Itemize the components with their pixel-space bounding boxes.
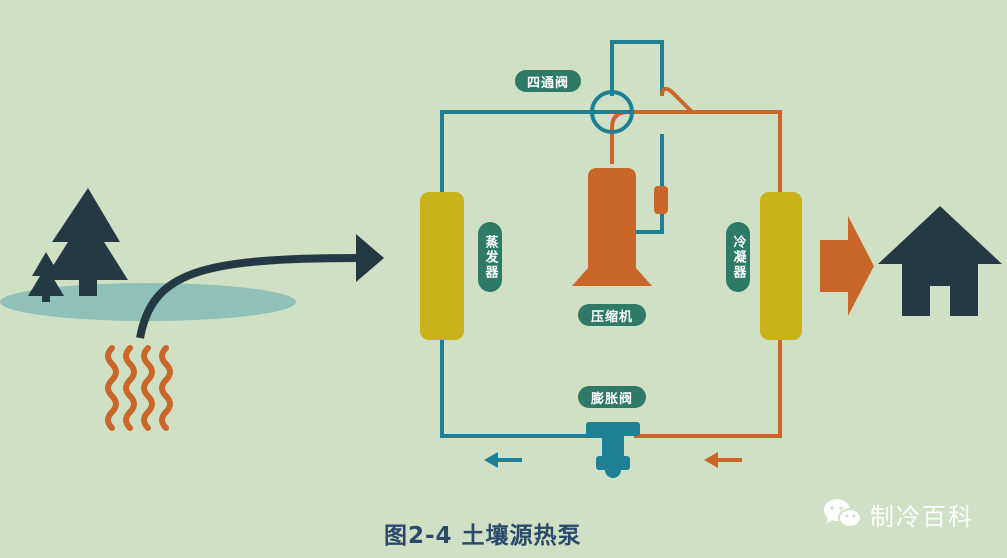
compressor-label: 压缩机 xyxy=(578,304,646,326)
evaporator-coil xyxy=(420,192,464,340)
heat-wave-icon xyxy=(105,345,173,431)
house-icon xyxy=(878,206,1002,316)
flow-arrow-left-orange xyxy=(704,452,742,468)
heat-flow-arrow xyxy=(136,234,384,339)
orange-pipe xyxy=(610,86,782,438)
tree-icon xyxy=(28,188,128,302)
expansion-valve xyxy=(586,422,640,478)
compressor xyxy=(572,168,668,286)
reversing-valve-label: 四通阀 xyxy=(515,70,581,92)
watermark-text: 制冷百科 xyxy=(870,502,974,531)
expansion-valve-label: 膨胀阀 xyxy=(578,386,646,408)
ground-pond xyxy=(0,283,296,321)
heat-output-arrow xyxy=(820,216,874,316)
condenser-coil xyxy=(760,192,802,340)
condenser-label: 冷凝器 xyxy=(726,222,750,292)
wechat-icon xyxy=(824,499,862,528)
reversing-valve xyxy=(590,90,634,134)
watermark: 制冷百科 xyxy=(822,494,974,534)
evaporator-label: 蒸发器 xyxy=(478,222,502,292)
figure-caption: 图2-4 土壤源热泵 xyxy=(384,523,582,549)
flow-arrow-left xyxy=(484,452,522,468)
